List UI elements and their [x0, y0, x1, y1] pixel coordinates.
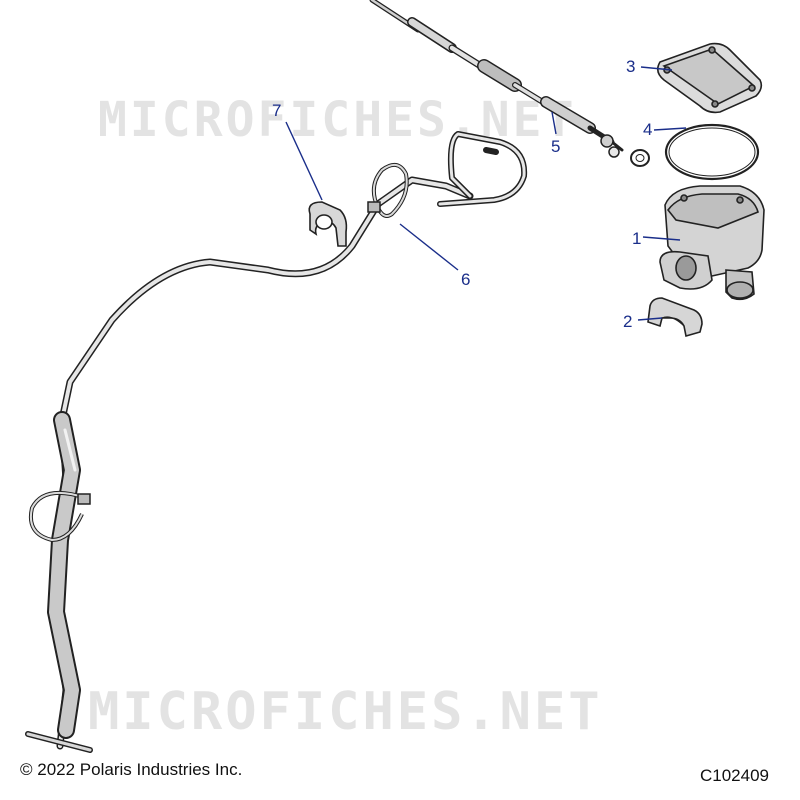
housing-cover — [656, 42, 763, 114]
p-clip — [308, 201, 348, 247]
callout-3: 3 — [626, 57, 636, 76]
watermark-bottom: MICROFICHES.NET — [88, 682, 603, 742]
throttle-cable — [369, 0, 624, 152]
o-ring — [664, 123, 760, 181]
seal-ring — [630, 149, 650, 167]
callout-1: 1 — [632, 229, 642, 248]
clamp — [647, 297, 703, 338]
leader-lines — [285, 66, 687, 321]
callout-2: 2 — [623, 312, 633, 331]
diagram-code: C102409 — [700, 766, 770, 785]
throttle-rod — [25, 131, 528, 753]
callout-7: 7 — [272, 101, 282, 120]
copyright-notice: © 2022 Polaris Industries Inc. — [20, 760, 243, 779]
throttle-housing — [659, 185, 765, 301]
wire-clip — [367, 162, 409, 218]
callout-4: 4 — [643, 120, 653, 139]
rod-loop-clamp — [29, 490, 91, 543]
callout-5: 5 — [551, 137, 561, 156]
callout-6: 6 — [461, 270, 471, 289]
